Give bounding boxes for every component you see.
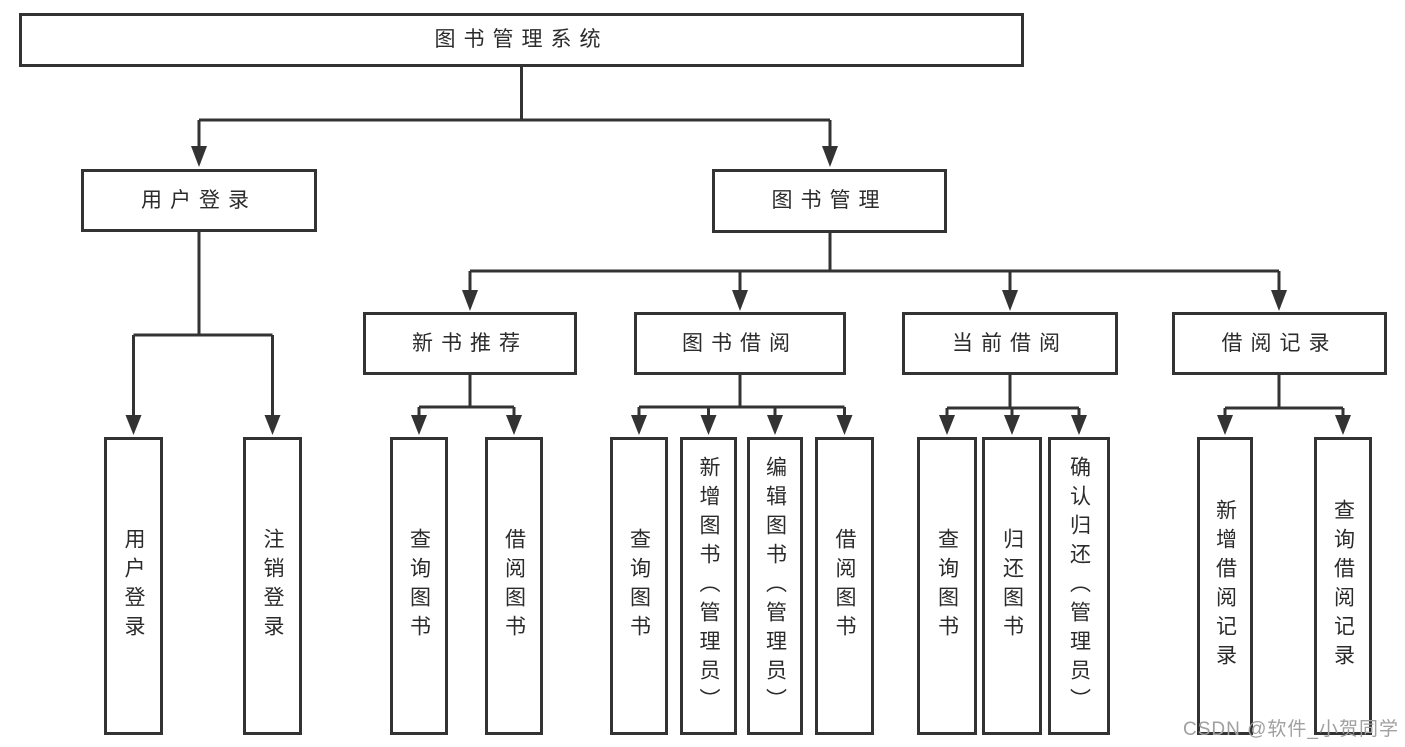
node-current-borrow: 当前借阅 [902, 312, 1118, 375]
node-label: 用户登录 [141, 188, 257, 212]
node-user-login: 用户登录 [81, 169, 317, 232]
node-label: 图书管理系统 [434, 28, 609, 52]
arrowhead-icons [125, 146, 1351, 435]
node-label: 确认归还（管理员） [1067, 455, 1091, 717]
node-label: 查询图书 [627, 528, 651, 644]
node-new-book-recommend: 新书推荐 [363, 312, 577, 375]
node-book-borrow: 图书借阅 [634, 312, 846, 375]
node-label: 用户登录 [122, 528, 145, 644]
leaf-return-books: 归还图书 [982, 437, 1042, 735]
csdn-watermark: CSDN @软件_小贺同学 [1183, 719, 1399, 740]
leaf-borrow-books-1: 借阅图书 [485, 437, 543, 735]
node-label: 编辑图书（管理员） [763, 455, 787, 717]
node-label: 当前借阅 [952, 331, 1068, 355]
node-label: 借阅图书 [502, 528, 526, 644]
node-label: 图书管理 [771, 189, 888, 213]
node-label: 查询借阅记录 [1331, 499, 1355, 673]
node-label: 新书推荐 [412, 331, 528, 355]
connector-paths [132, 67, 1345, 416]
node-book-management: 图书管理 [712, 169, 947, 233]
leaf-query-books-3: 查询图书 [917, 437, 977, 735]
leaf-query-borrow-record: 查询借阅记录 [1314, 437, 1372, 735]
leaf-add-book-admin: 新增图书（管理员） [680, 437, 737, 735]
node-label: 归还图书 [1000, 528, 1024, 644]
leaf-query-books-1: 查询图书 [390, 437, 448, 735]
node-label: 查询图书 [935, 528, 959, 644]
leaf-confirm-return-admin: 确认归还（管理员） [1048, 437, 1110, 735]
node-library-management-system: 图书管理系统 [19, 13, 1024, 67]
node-label: 查询图书 [407, 528, 431, 644]
node-label: 图书借阅 [682, 331, 798, 355]
leaf-logout: 注销登录 [243, 437, 302, 735]
node-label: 新增图书（管理员） [697, 455, 720, 717]
leaf-query-books-2: 查询图书 [610, 437, 668, 735]
node-label: 注销登录 [261, 528, 284, 644]
node-borrow-records: 借阅记录 [1172, 312, 1387, 375]
node-label: 新增借阅记录 [1213, 499, 1237, 673]
leaf-borrow-books-2: 借阅图书 [815, 437, 874, 735]
leaf-add-borrow-record: 新增借阅记录 [1197, 437, 1253, 735]
leaf-user-login: 用户登录 [104, 437, 163, 735]
leaf-edit-book-admin: 编辑图书（管理员） [747, 437, 803, 735]
node-label: 借阅记录 [1221, 331, 1338, 355]
node-label: 借阅图书 [833, 528, 856, 644]
